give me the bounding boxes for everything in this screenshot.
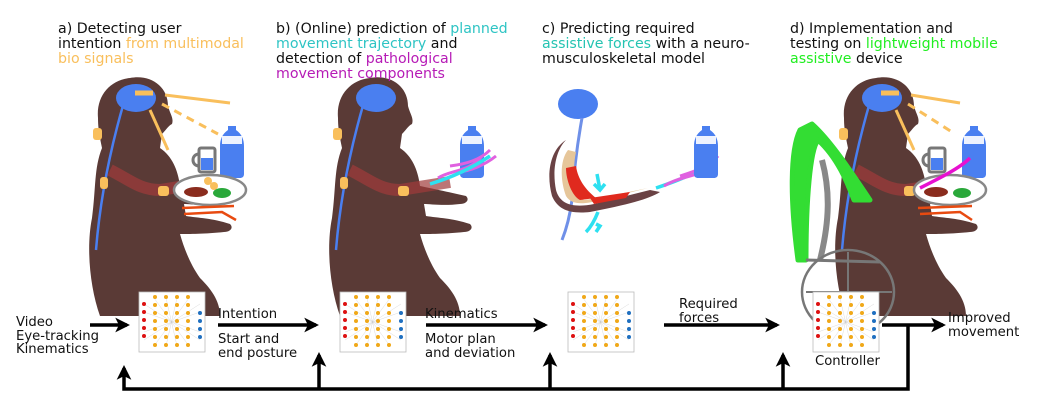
heading-run: d) Implementation and bbox=[790, 21, 953, 37]
required-forces-line-1: Required bbox=[679, 297, 738, 312]
controller-label: Controller bbox=[815, 354, 880, 369]
heading-run: bio signals bbox=[58, 51, 134, 67]
heading-run: pathological bbox=[365, 51, 453, 67]
heading-run: planned bbox=[450, 21, 508, 37]
flow-arrows bbox=[90, 317, 946, 391]
panel-c-illustration bbox=[549, 89, 720, 241]
heading-run: lightweight mobile bbox=[865, 36, 998, 52]
kinematics-label: Kinematics bbox=[425, 307, 498, 322]
input-signals-label: Video Eye-tracking Kinematics bbox=[16, 316, 99, 357]
panel-b-illustration bbox=[329, 77, 497, 316]
panel-d-illustration bbox=[789, 77, 988, 336]
heading-run: device bbox=[851, 51, 903, 67]
heading-run: movement trajectory bbox=[276, 36, 427, 52]
heading-run: assistive forces bbox=[542, 36, 652, 52]
required-forces-line-2: forces bbox=[679, 310, 720, 326]
heading-run: movement components bbox=[276, 66, 445, 82]
neural-network-icon bbox=[812, 291, 880, 353]
posture-line-2: end posture bbox=[218, 345, 298, 361]
intention-label: Intention bbox=[218, 307, 278, 322]
heading-run: with a neuro- bbox=[651, 36, 750, 52]
motor-plan-line-1: Motor plan bbox=[425, 332, 496, 347]
panel-b-heading: b) (Online) prediction of planned movemen… bbox=[276, 22, 508, 82]
posture-label: Start and end posture bbox=[218, 333, 297, 360]
motor-plan-line-2: and deviation bbox=[425, 345, 516, 361]
heading-run: c) Predicting required bbox=[542, 21, 695, 37]
heading-run: assistive bbox=[790, 51, 852, 67]
heading-run: intention bbox=[58, 36, 126, 52]
heading-run: and bbox=[426, 36, 458, 52]
input-eye-tracking: Eye-tracking bbox=[16, 328, 99, 344]
improved-movement-label: Improved movement bbox=[948, 312, 1019, 339]
neural-network-icon bbox=[339, 291, 407, 353]
heading-run: musculoskeletal model bbox=[542, 51, 706, 67]
heading-run: from multimodal bbox=[125, 36, 244, 52]
improved-line-1: Improved bbox=[948, 311, 1011, 326]
improved-line-2: movement bbox=[948, 324, 1020, 340]
neural-network-icon bbox=[138, 291, 206, 353]
required-forces-label: Required forces bbox=[679, 298, 738, 325]
heading-run: detection of bbox=[276, 51, 366, 67]
motor-plan-label: Motor plan and deviation bbox=[425, 333, 515, 360]
input-video: Video bbox=[16, 315, 53, 330]
posture-line-1: Start and bbox=[218, 332, 280, 347]
heading-run: testing on bbox=[790, 36, 866, 52]
neural-network-icon bbox=[567, 291, 635, 353]
input-kinematics: Kinematics bbox=[16, 342, 89, 357]
heading-run: a) Detecting user bbox=[58, 21, 182, 37]
heading-run: b) (Online) prediction of bbox=[276, 21, 451, 37]
panel-a-illustration bbox=[89, 77, 248, 316]
